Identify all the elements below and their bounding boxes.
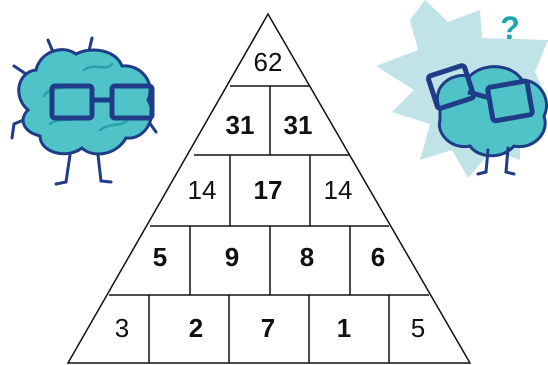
pyramid-cell-r1-c1: 31 (284, 110, 313, 140)
pyramid-cell-r0-c0: 62 (254, 47, 283, 77)
pyramid-cell-r3-c2: 8 (300, 242, 314, 272)
pyramid-cell-r4-c1: 2 (189, 313, 203, 343)
pyramid-cell-r2-c2: 14 (324, 175, 353, 205)
pyramid-cell-r4-c3: 1 (337, 313, 351, 343)
pyramid-cell-r3-c0: 5 (153, 242, 167, 272)
brain-with-glasses-icon (12, 38, 156, 184)
pyramid-cell-r4-c0: 3 (115, 313, 129, 343)
pyramid-cell-r3-c3: 6 (371, 242, 385, 272)
pyramid-cell-r4-c4: 5 (411, 313, 425, 343)
pyramid-cell-r3-c1: 9 (225, 242, 239, 272)
pyramid-cell-r4-c2: 7 (261, 313, 275, 343)
pyramid-cell-r2-c0: 14 (188, 175, 217, 205)
pyramid-cell-r1-c0: 31 (226, 110, 255, 140)
thinking-brain-icon: ? (376, 0, 548, 178)
pyramid-cell-r2-c1: 17 (254, 175, 283, 205)
question-mark-icon: ? (500, 10, 520, 46)
